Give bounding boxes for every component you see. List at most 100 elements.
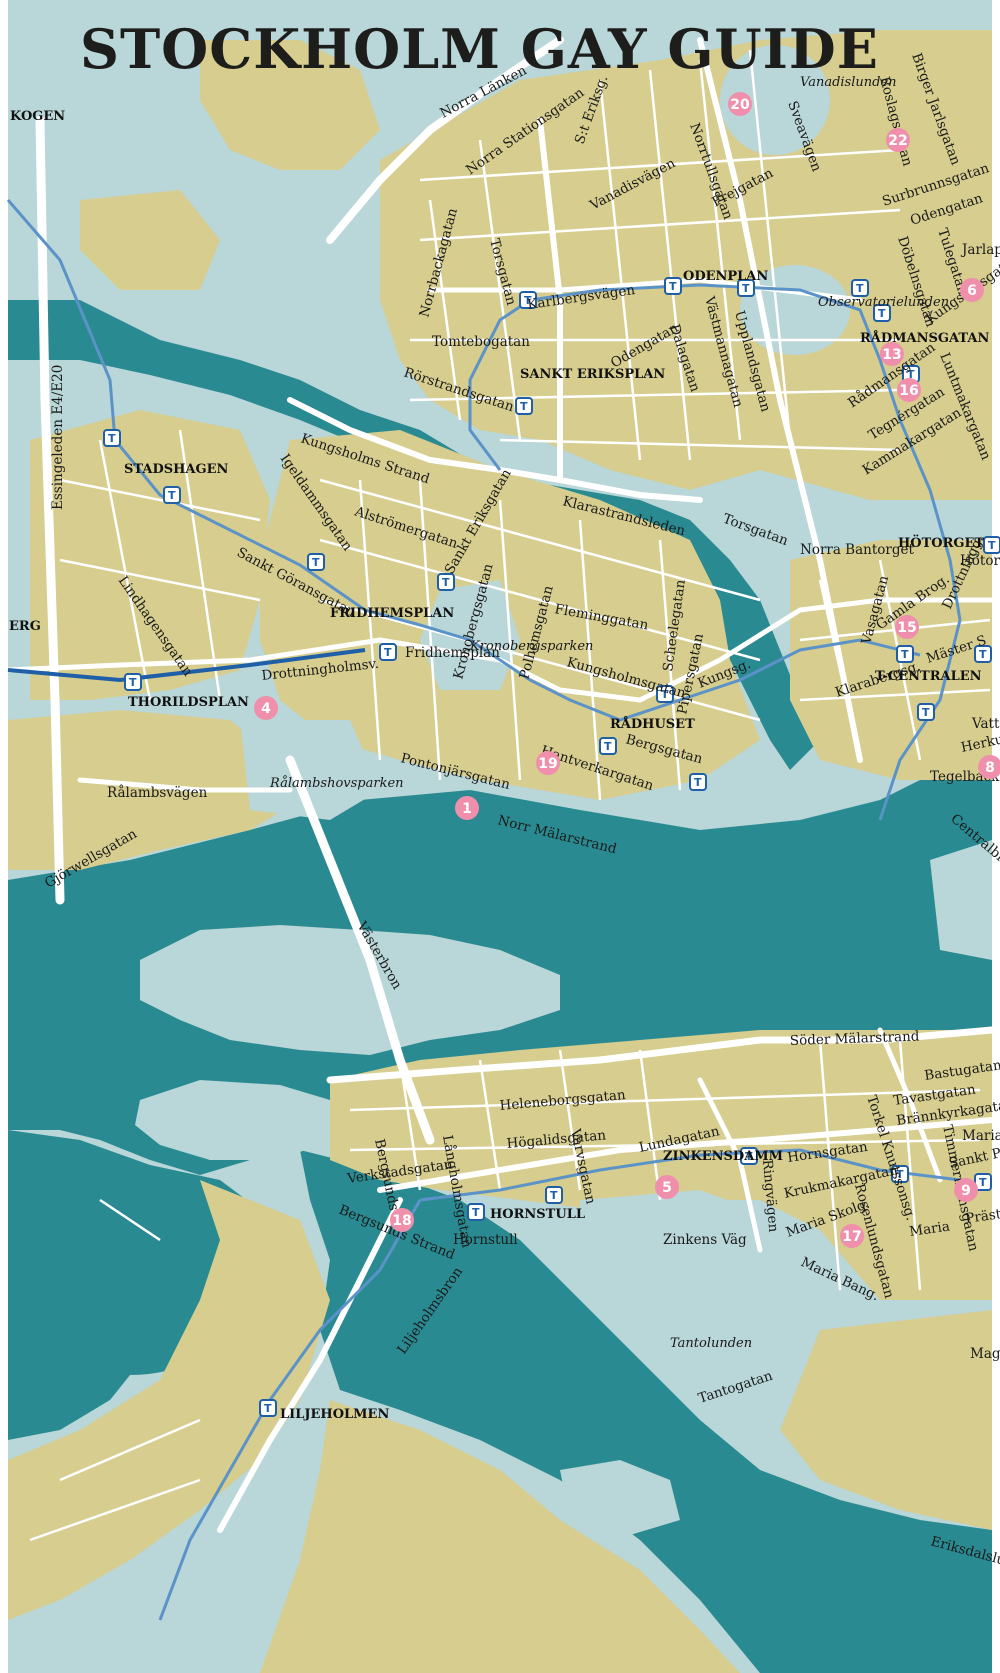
soder-malarstrand-road [326,1026,996,1084]
label-prast: Präst [964,1206,1000,1227]
svg-text:5: 5 [662,1180,672,1196]
label-radmansgatan-station: RÅDMANSGATAN [860,330,989,346]
poi-markers[interactable]: 1 4 5 6 8 9 13 15 16 17 18 19 20 22 [254,92,1000,1248]
label-hornstull: HORNSTULL [490,1207,585,1222]
label-odenplan: ODENPLAN [683,269,768,284]
svg-text:T: T [384,646,392,659]
svg-text:T: T [745,1150,753,1163]
svg-text:22: 22 [888,133,907,149]
svg-text:T: T [312,556,320,569]
station-icon: T [974,645,992,663]
station-icon: T [467,1203,485,1221]
svg-text:T: T [442,576,450,589]
station-icon: T [689,773,707,791]
label-hornstull-small: Hornstull [453,1232,518,1248]
poi-marker[interactable]: 9 [954,1178,978,1202]
label-erg: ERG [9,619,41,634]
map-right-margin [992,0,1000,1673]
vanadislunden-park [720,45,830,155]
poi-marker[interactable]: 15 [895,615,919,639]
red-metro-line-center [878,619,962,821]
svg-text:T: T [979,648,987,661]
label-soder-malarstrand: Söder Mälarstrand [790,1028,920,1049]
label-sankt-eriksplan: SANKT ERIKSPLAN [520,367,665,382]
sveavagen-road [537,117,563,483]
svg-text:4: 4 [261,701,271,717]
station-icon: T [103,429,121,447]
ralambsvagen-road [77,777,293,793]
svg-text:20: 20 [730,97,750,113]
label-tantolunden: Tantolunden [670,1336,752,1351]
label-hotorget-small: Hötorget [960,553,1000,569]
map-title: STOCKHOLM GAY GUIDE [80,17,879,81]
poi-marker[interactable]: 8 [978,755,1000,779]
svg-text:T: T [520,400,528,413]
poi-marker[interactable]: 19 [536,751,560,775]
reimersholme-island [135,1080,330,1160]
svg-text:T: T [472,1206,480,1219]
svg-text:15: 15 [897,620,916,636]
label-t-centralen: T-CENTRALEN [875,669,982,684]
riddarholmen-island [930,840,992,960]
label-skogen: KOGEN [10,109,65,124]
poi-marker[interactable]: 1 [455,796,479,820]
poi-marker[interactable]: 16 [897,378,921,402]
map-left-margin [0,0,8,1673]
svg-text:1: 1 [462,801,472,817]
svg-text:6: 6 [967,283,977,299]
poi-marker[interactable]: 5 [655,1175,679,1199]
kronobergsparken-park [420,580,520,690]
svg-text:T: T [108,432,116,445]
svg-text:T: T [264,1402,272,1415]
poi-marker[interactable]: 17 [840,1224,864,1248]
label-observatorielunden: Observatorielunden [818,295,949,310]
label-kronobergsparken: Kronobergsparken [469,639,593,654]
svg-text:T: T [907,368,915,381]
svg-text:T: T [694,776,702,789]
station-icon: T [851,279,869,297]
label-fridhemsplan: FRIDHEMSPLAN [330,606,454,621]
station-icon: T [379,643,397,661]
label-maria: Maria [908,1218,951,1240]
station-icon: T [656,685,674,703]
poi-marker[interactable]: 20 [728,92,752,116]
label-tomtebogatan: Tomtebogatan [432,334,530,350]
vasterbron-road [285,755,435,1145]
poi-marker[interactable]: 18 [390,1208,414,1232]
poi-marker[interactable]: 22 [886,128,910,152]
birger-jarlsgatan-road [697,37,863,763]
svg-text:17: 17 [842,1229,861,1245]
small-island [560,1460,680,1535]
poi-marker[interactable]: 6 [960,278,984,302]
poi-marker[interactable]: 4 [254,696,278,720]
label-fridhemsplan-small: Fridhemsplan [405,645,500,661]
label-jarlaplan: Jarlaplan [960,242,1000,258]
parks-layer [240,45,850,1330]
arstaviken-water [300,1150,992,1673]
station-icon: T [599,737,617,755]
label-zinkensdamm: ZINKENSDAMM [663,1149,783,1164]
station-icons: T T T T T T T T T T T T T T T T T T T T … [103,277,1000,1417]
svg-text:T: T [979,1176,987,1189]
liljeholmsbron-road [217,1197,403,1533]
ralambshovsparken-park [240,720,380,820]
poi-marker[interactable]: 13 [880,342,904,366]
gotgatan-road [877,1027,943,1183]
svg-text:T: T [168,489,176,502]
svg-text:T: T [129,676,137,689]
station-icon: T [515,397,533,415]
svg-text:16: 16 [899,383,918,399]
essingeleden-road [35,115,65,905]
label-essingeleden: Essingeleden E4/E20 [50,365,66,510]
station-icon: T [545,1186,563,1204]
station-icon: T [163,486,181,504]
svg-text:13: 13 [882,347,901,363]
svg-text:T: T [856,282,864,295]
station-icon: T [917,703,935,721]
svg-text:T: T [669,280,677,293]
station-icon: T [259,1399,277,1417]
label-ringvagen: Ringvägen [759,1159,781,1233]
svg-text:T: T [988,539,996,552]
